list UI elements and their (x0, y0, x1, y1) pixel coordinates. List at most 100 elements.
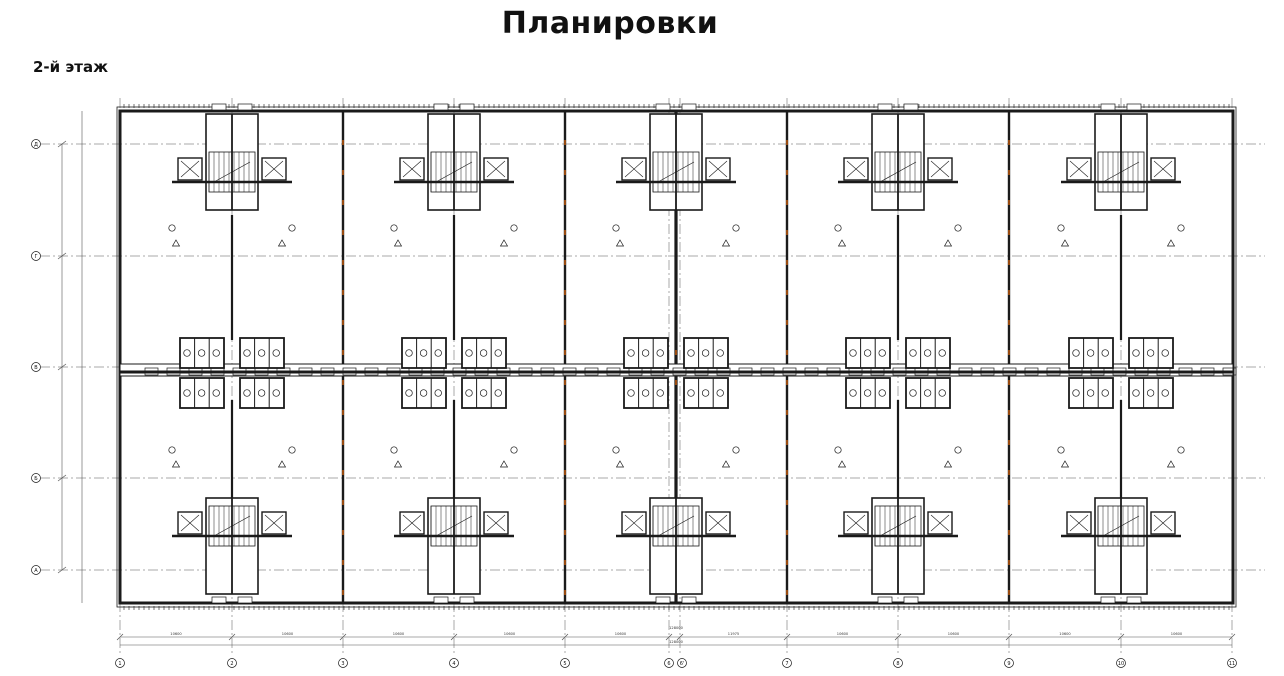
stair-core (172, 103, 292, 211)
col-axis-bubble (664, 658, 674, 668)
outer-wall-line (116, 106, 1237, 608)
room-number-marker (1177, 224, 1185, 232)
row-axis-label: А (34, 568, 38, 574)
dim-tick (57, 566, 67, 574)
corridor-band (119, 363, 1234, 377)
dim-tick (1005, 633, 1013, 641)
corridor-opening (298, 367, 313, 376)
level-marker (837, 460, 847, 468)
room-fixture (183, 389, 191, 397)
corridor-opening (1222, 367, 1237, 376)
col-axis-bubble (449, 658, 459, 668)
level-marker (721, 460, 731, 468)
stair-core (838, 103, 958, 211)
level-marker (499, 460, 509, 468)
room-fixture (1072, 389, 1080, 397)
room-fixture (1072, 349, 1080, 357)
stair-flight (652, 505, 700, 547)
room-number-marker (1177, 446, 1185, 454)
room-fixture (687, 349, 695, 357)
corridor-opening (606, 367, 621, 376)
door-tag (459, 103, 475, 111)
row-axis-bubble (31, 139, 41, 149)
room-number-marker (390, 446, 398, 454)
stair-flight (430, 505, 478, 547)
room-fixture (878, 349, 886, 357)
room-fixture (212, 349, 220, 357)
room-cell (1128, 377, 1174, 409)
level-marker (171, 460, 181, 468)
col-axis-label: 6' (680, 661, 685, 667)
room-fixture (687, 389, 695, 397)
stair-arrow (1102, 161, 1140, 183)
lift-cross (708, 160, 728, 178)
room-block (401, 337, 507, 409)
central-room-blocks (179, 337, 1174, 409)
room-fixture (641, 389, 650, 397)
stair-flight (208, 505, 256, 547)
room-cell (1128, 337, 1174, 369)
room-fixture (909, 349, 917, 357)
room-number-marker (612, 224, 620, 232)
level-marker (277, 460, 287, 468)
room-fixture (1146, 389, 1155, 397)
room-cell (179, 337, 225, 369)
door-tag (1100, 596, 1116, 604)
room-cell (1068, 337, 1114, 369)
corridor-opening (452, 367, 467, 376)
room-fixture (716, 389, 724, 397)
dim-tick (57, 140, 67, 148)
room-fixture (494, 389, 502, 397)
corridor-opening (1112, 367, 1127, 376)
level-marker (393, 239, 403, 247)
dim-segment-label: 10600 (1059, 632, 1071, 636)
lift-cross (708, 514, 728, 532)
dim-segment-label: 10600 (837, 632, 849, 636)
room-fixture (243, 389, 251, 397)
dim-total-label: 128000 (669, 640, 683, 644)
room-number-marker (288, 224, 296, 232)
dim-tick (57, 363, 67, 371)
corridor-opening (1046, 367, 1061, 376)
door-tag (237, 103, 253, 111)
stair-arrow (1102, 515, 1140, 537)
room-fixture (849, 349, 857, 357)
door-tag (1126, 103, 1142, 111)
col-axis-bubble (338, 658, 348, 668)
door-tag (655, 103, 671, 111)
room-fixture (494, 349, 502, 357)
corridor-opening (892, 367, 907, 376)
room-number-marker (954, 224, 962, 232)
col-axis-label: 9 (1007, 661, 1010, 667)
level-marker (499, 239, 509, 247)
page-title: Планировки (501, 6, 719, 41)
room-fixture (656, 349, 664, 357)
col-axis-bubble (227, 658, 237, 668)
row-axis-label: В (34, 365, 38, 371)
dim-segment-label: 10600 (393, 632, 405, 636)
stair-flight (1097, 505, 1145, 547)
room-number-marker (168, 446, 176, 454)
col-axis-bubble (560, 658, 570, 668)
col-axis-bubble (677, 658, 687, 668)
stair-arrow (879, 161, 917, 183)
col-axis-label: 5 (563, 661, 566, 667)
room-fixture (479, 349, 488, 357)
dim-segment-label: 10600 (504, 632, 516, 636)
col-axis-label: 3 (341, 661, 344, 667)
door-tag (903, 103, 919, 111)
corridor-opening (562, 367, 577, 376)
lift-cross (846, 514, 866, 532)
room-fixture (1146, 349, 1155, 357)
room-fixture (243, 349, 251, 357)
door-tag (211, 103, 227, 111)
room-number-marker (732, 446, 740, 454)
room-fixture (656, 389, 664, 397)
dim-segment-label: 10600 (1171, 632, 1183, 636)
room-fixture (434, 389, 442, 397)
floor-label: 2-й этаж (33, 58, 109, 76)
room-fixture (1101, 349, 1109, 357)
col-axis-label: 2 (230, 661, 233, 667)
room-cell (683, 337, 729, 369)
col-axis-bubble (893, 658, 903, 668)
